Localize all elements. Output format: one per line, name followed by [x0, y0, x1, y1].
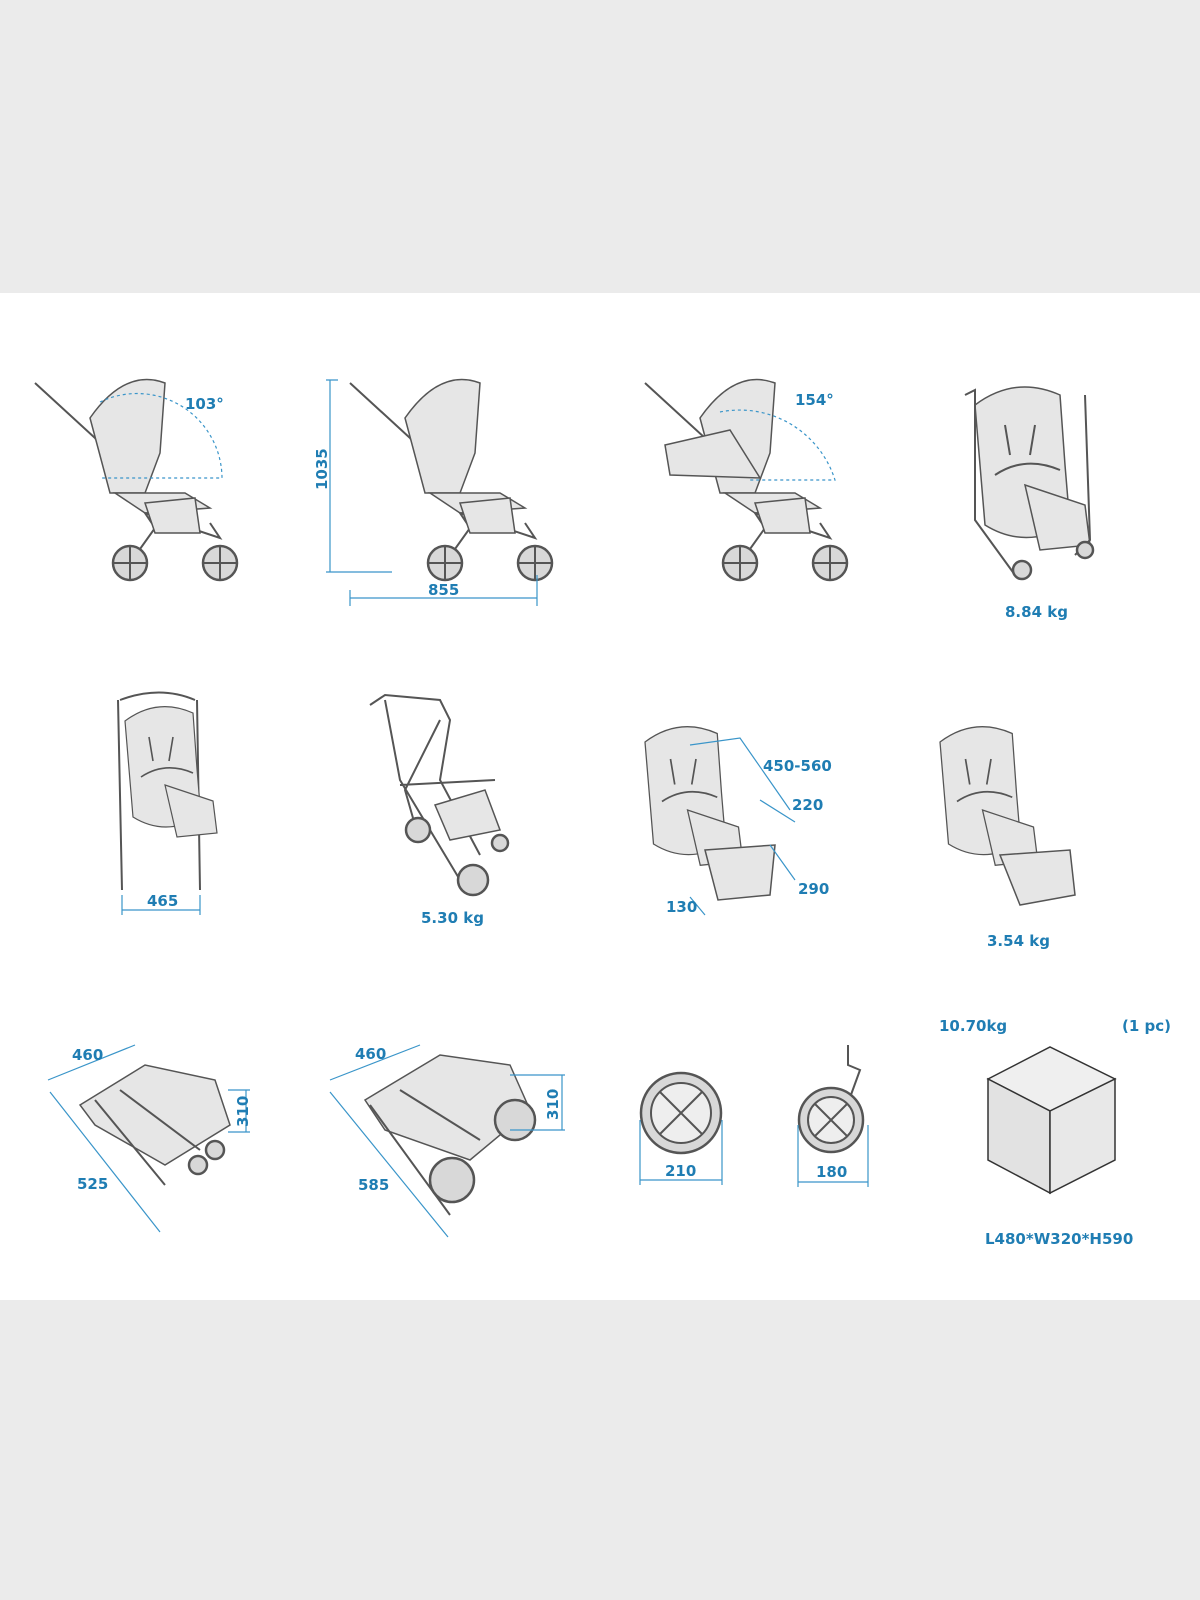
box-quantity: (1 pc) — [1122, 1017, 1171, 1035]
box-weight: 10.70kg — [939, 1017, 1007, 1035]
seat-height-dimension: 450-560 — [763, 757, 832, 775]
length-dimension: 855 — [428, 581, 459, 599]
box-dimensions: L480*W320*H590 — [985, 1230, 1133, 1248]
recline-upright-angle: 103° — [185, 395, 224, 413]
fold2-length: 585 — [358, 1176, 389, 1194]
stroller-flat-recline: 154° — [643, 378, 849, 582]
front-wheel-diameter: 180 — [816, 1163, 847, 1181]
stroller-upright-recline: 103° — [33, 378, 239, 582]
folded-stroller-wheels: 460 310 585 — [329, 1044, 565, 1238]
stroller-front-view: 8.84 kg — [964, 386, 1095, 621]
folded-stroller-compact: 460 310 525 — [47, 1044, 252, 1233]
seat-weight: 3.54 kg — [987, 932, 1050, 950]
fold1-length: 525 — [77, 1175, 108, 1193]
frame-weight: 5.30 kg — [421, 909, 484, 927]
recline-flat-angle: 154° — [795, 391, 834, 409]
width-dimension: 465 — [147, 892, 178, 910]
fold2-height: 310 — [544, 1089, 562, 1120]
fold2-width: 460 — [355, 1045, 386, 1063]
stroller-side-dimensions: 1035 855 — [313, 378, 554, 606]
stroller-front-width: 465 — [117, 691, 218, 915]
rear-wheel-diameter: 210 — [665, 1162, 696, 1180]
seat-depth-dimension: 220 — [792, 796, 823, 814]
shipping-box: 10.70kg (1 pc) L480*W320*H590 — [939, 1017, 1171, 1248]
frame-only: 5.30 kg — [369, 693, 510, 927]
fold1-height: 310 — [234, 1096, 252, 1127]
rear-wheel: 210 — [639, 1071, 723, 1185]
seat-length-dimension: 290 — [798, 880, 829, 898]
fold1-width: 460 — [72, 1046, 103, 1064]
height-dimension: 1035 — [313, 448, 331, 490]
front-wheel: 180 — [797, 1045, 869, 1187]
seat-unit-dimensions: 450-560 220 290 130 — [644, 725, 832, 916]
footrest-dimension: 130 — [666, 898, 697, 916]
seat-unit: 3.54 kg — [939, 725, 1076, 950]
stroller-weight: 8.84 kg — [1005, 603, 1068, 621]
